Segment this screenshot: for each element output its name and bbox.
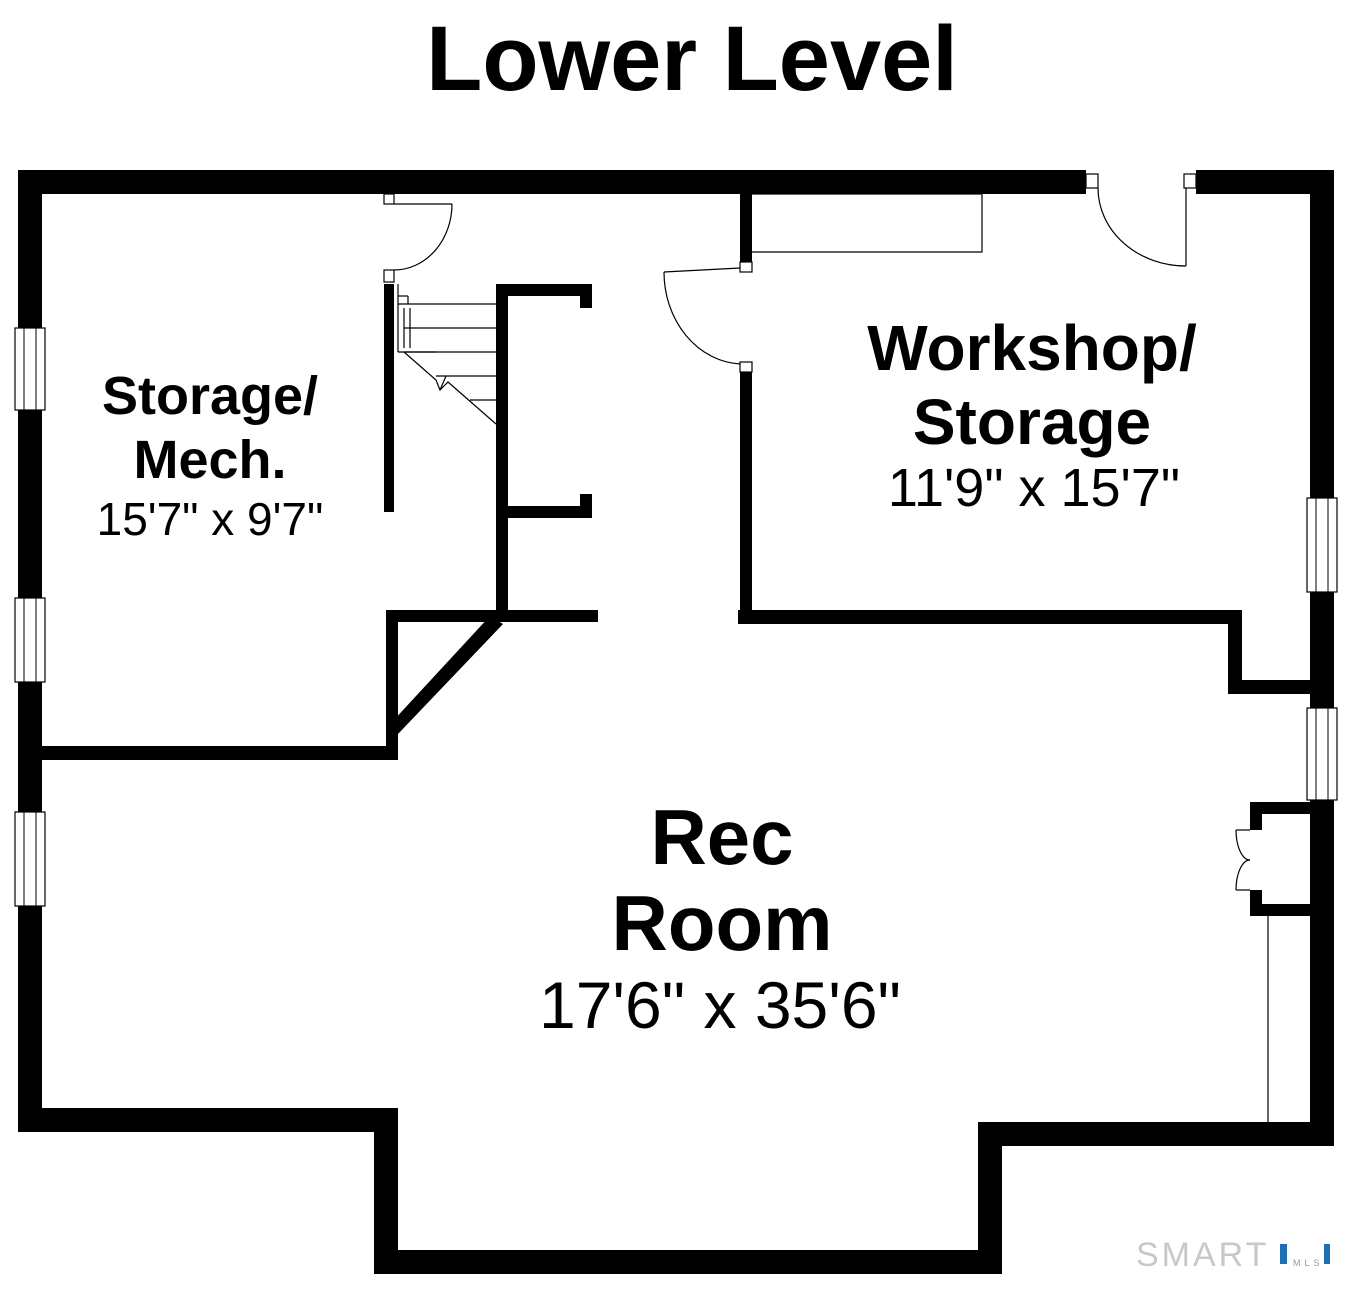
wall-mech-bottom-v xyxy=(386,610,398,760)
room-label-rec-room: Rec Room 17'6" x 35'6" xyxy=(539,793,901,1042)
window-left-1 xyxy=(14,327,46,411)
wall-right xyxy=(1310,170,1334,1146)
wall-bumpout-left xyxy=(374,1108,398,1274)
door-workshop xyxy=(663,261,753,373)
wall-bottom-right xyxy=(978,1122,1334,1146)
wall-workshop-bottom xyxy=(738,610,1242,624)
room-name-line-2: Storage xyxy=(913,386,1151,458)
logo-accent-bar xyxy=(1280,1244,1287,1264)
smart-mls-logo: SMART MLS xyxy=(1136,1236,1330,1274)
wall-stair-mid xyxy=(496,506,592,518)
wall-workshop-left-top xyxy=(740,190,752,264)
room-name-line-1: Workshop/ xyxy=(867,312,1197,384)
workshop-shelf xyxy=(752,193,983,253)
room-dimensions: 17'6" x 35'6" xyxy=(539,968,901,1042)
room-label-storage-mech: Storage/ Mech. 15'7" x 9'7" xyxy=(97,366,324,545)
plan-title: Lower Level xyxy=(426,8,958,110)
interior-walls xyxy=(30,190,1324,916)
room-name-line-2: Room xyxy=(612,879,833,967)
window-left-3 xyxy=(14,811,46,907)
wall-closet-bottom xyxy=(1250,904,1322,916)
window-right-2 xyxy=(1306,707,1338,801)
fixtures xyxy=(383,173,1269,1122)
wall-mech-bottom-h xyxy=(386,610,598,622)
room-label-workshop-storage: Workshop/ Storage 11'9" x 15'7" xyxy=(867,312,1197,518)
logo-sub-text: MLS xyxy=(1293,1258,1324,1268)
door-mech xyxy=(383,193,453,283)
wall-stair-mid-stub xyxy=(580,494,592,518)
door-closet xyxy=(1235,829,1251,891)
room-dimensions: 11'9" x 15'7" xyxy=(888,458,1180,518)
window-right-1 xyxy=(1306,497,1338,593)
wall-workshop-step xyxy=(1228,610,1242,694)
room-dimensions: 15'7" x 9'7" xyxy=(97,493,324,545)
wall-stair-top-stub xyxy=(580,284,592,308)
wall-mech-bottom xyxy=(30,746,398,760)
wall-workshop-left xyxy=(740,364,752,622)
exterior-walls xyxy=(18,170,1334,1274)
wall-bottom-left xyxy=(18,1108,398,1132)
room-name-line-2: Mech. xyxy=(133,430,286,490)
logo-text: SMART xyxy=(1136,1236,1269,1274)
wall-stair-top xyxy=(496,284,592,296)
logo-accent-bar-2 xyxy=(1324,1244,1330,1264)
room-name-line-1: Storage/ xyxy=(102,366,318,426)
wall-mech-diagonal xyxy=(392,616,503,734)
wall-workshop-step-bottom xyxy=(1228,680,1324,694)
room-name-line-1: Rec xyxy=(650,793,793,881)
wall-bumpout-right xyxy=(978,1122,1002,1274)
wall-bumpout-bottom xyxy=(374,1250,1002,1274)
windows xyxy=(14,327,1338,907)
wall-stair-right xyxy=(496,284,508,618)
wall-mech-stair-side xyxy=(384,284,394,512)
door-exterior xyxy=(1085,173,1197,267)
wall-top-left xyxy=(18,170,1086,194)
wall-closet-left-top xyxy=(1250,802,1262,830)
wall-closet-top xyxy=(1250,802,1322,814)
window-left-2 xyxy=(14,597,46,683)
stairs xyxy=(397,284,497,425)
